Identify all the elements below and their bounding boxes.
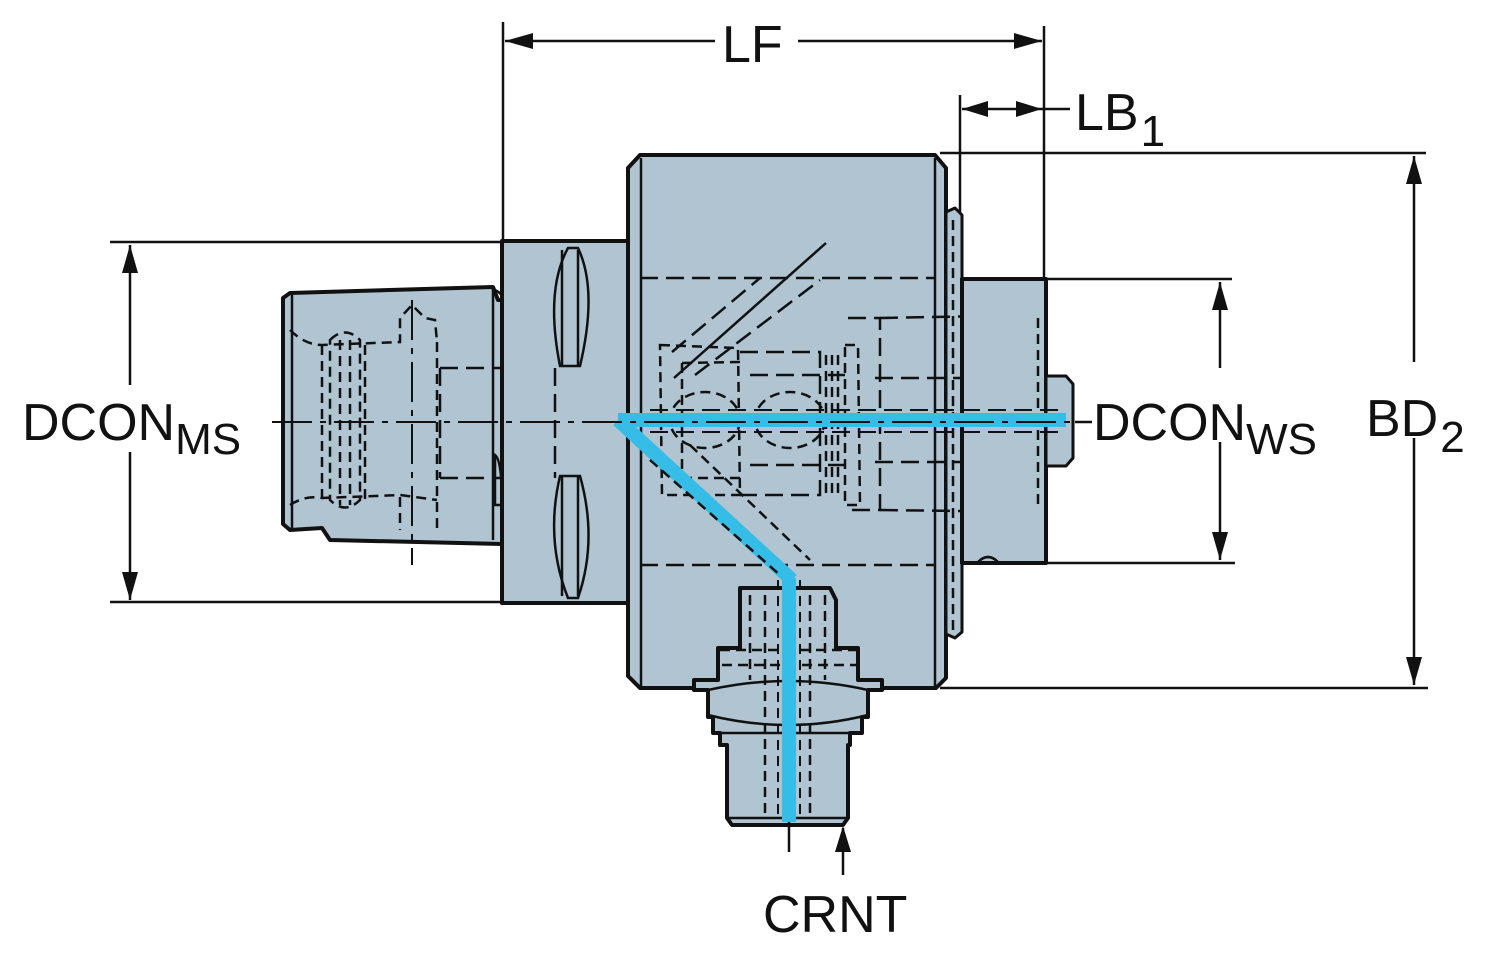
coolant-channel bbox=[613, 409, 1066, 822]
arrow-right-icon bbox=[1016, 101, 1042, 117]
arrow-up-icon bbox=[835, 826, 851, 852]
dcon-ms-label: DCONMS bbox=[22, 394, 241, 464]
dimension-lf: LF bbox=[505, 16, 1042, 74]
dimension-crnt: CRNT bbox=[763, 826, 907, 944]
arrow-down-icon bbox=[1406, 657, 1422, 685]
lb1-label: LB1 bbox=[1075, 84, 1165, 156]
dcon-ws-label: DCONWS bbox=[1093, 394, 1317, 464]
dimension-dcon-ws: DCONWS bbox=[1075, 282, 1317, 560]
arrow-down-icon bbox=[1212, 532, 1228, 560]
bd2-label: BD2 bbox=[1366, 390, 1465, 462]
dimension-bd2: BD2 bbox=[1366, 156, 1465, 685]
extension-lines bbox=[110, 22, 1428, 690]
arrow-up-icon bbox=[1212, 282, 1228, 310]
arrow-right-icon bbox=[1014, 33, 1042, 49]
arrow-left-icon bbox=[505, 33, 533, 49]
arrow-up-icon bbox=[122, 245, 138, 273]
lf-label: LF bbox=[722, 16, 783, 74]
machine-side-shank bbox=[281, 285, 628, 565]
arrow-left-icon bbox=[962, 101, 988, 117]
arrow-up-icon bbox=[1406, 156, 1422, 184]
arrow-down-icon bbox=[122, 572, 138, 600]
dimension-lb1: LB1 bbox=[962, 84, 1165, 156]
dimension-dcon-ms: DCONMS bbox=[22, 245, 241, 600]
crnt-label: CRNT bbox=[763, 886, 907, 944]
coolant-channel-diagonal bbox=[613, 414, 797, 586]
